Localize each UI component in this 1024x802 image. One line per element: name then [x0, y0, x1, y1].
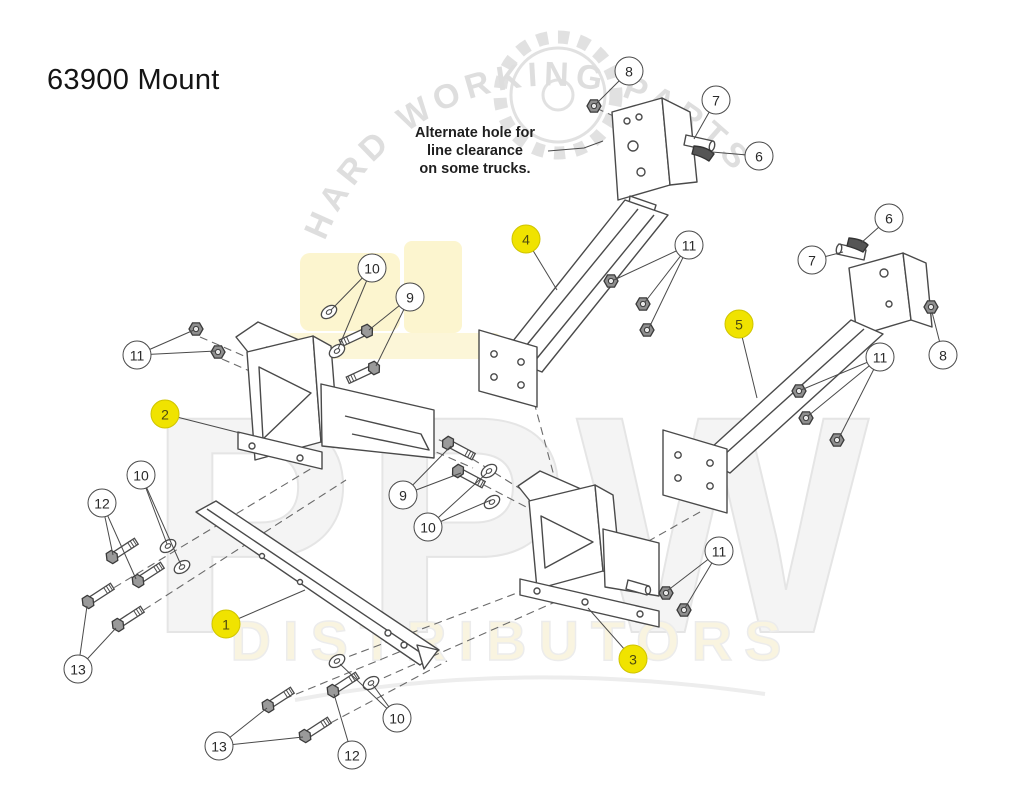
plate-4 — [478, 329, 538, 408]
plate-5 — [662, 429, 728, 514]
watermark-brand: PPW — [147, 351, 877, 698]
bolt — [103, 535, 141, 566]
nut — [829, 433, 845, 447]
nut — [635, 297, 651, 311]
bolt — [296, 714, 334, 745]
bolt — [79, 580, 117, 611]
nut — [188, 322, 204, 336]
angle-bar-1 — [195, 500, 440, 670]
nut — [210, 345, 226, 359]
arm-5 — [699, 319, 884, 474]
nut — [676, 603, 692, 617]
annotation-leader — [547, 140, 604, 152]
watermark-subbrand: DISTRIBUTORS — [231, 609, 794, 672]
page-title: 63900 Mount — [47, 64, 220, 96]
nut — [791, 384, 807, 398]
clamp-6-top — [691, 145, 715, 162]
nut — [658, 586, 674, 600]
nut — [639, 323, 655, 337]
right-mount-bracket — [848, 252, 933, 337]
watermark-swoosh — [294, 675, 766, 702]
nut — [603, 274, 619, 288]
arm-4 — [500, 199, 669, 373]
watermark-truck-body — [404, 241, 462, 333]
alternate-hole — [627, 140, 639, 152]
alternate-hole-annotation: Alternate hole for line clearance on som… — [414, 125, 536, 178]
mount-bracket-3 — [517, 470, 660, 628]
mount-bracket-2 — [235, 321, 435, 470]
nut — [923, 300, 939, 314]
